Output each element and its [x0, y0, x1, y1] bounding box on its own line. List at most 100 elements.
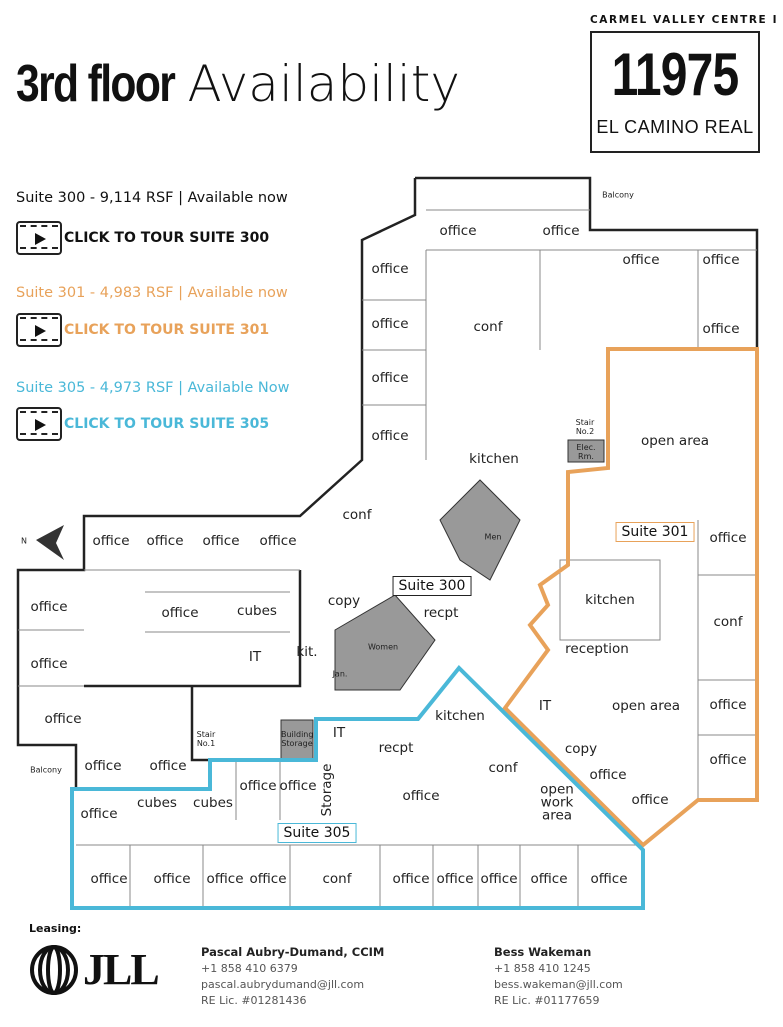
contact-email[interactable]: pascal.aubrydumand@jll.com	[201, 978, 365, 991]
room-label: open work area	[540, 781, 574, 824]
room-label: office	[542, 223, 580, 239]
room-label: office	[392, 871, 430, 887]
leasing-label: Leasing:	[29, 922, 82, 935]
suite-300-label: Suite 300	[392, 576, 472, 596]
tour-label: CLICK TO TOUR SUITE 305	[64, 416, 270, 432]
suite-305-outline	[70, 665, 645, 910]
suite-301-listing: Suite 301 - 4,983 RSF | Available now	[16, 285, 288, 301]
room-label: office	[161, 605, 199, 621]
room-label: office	[702, 252, 740, 268]
video-icon	[16, 221, 62, 255]
building-street: EL CAMINO REAL	[596, 117, 754, 137]
room-label: office	[239, 778, 277, 794]
room-label: copy	[564, 741, 598, 757]
room-label: Balcony	[602, 190, 634, 200]
room-label: office	[249, 871, 287, 887]
north-arrow-icon	[36, 525, 64, 560]
room-label: kitchen	[469, 451, 519, 467]
room-label: Men	[484, 532, 502, 542]
room-label: Balcony	[30, 765, 62, 775]
room-label: office	[259, 533, 297, 549]
contact-name: Pascal Aubry-Dumand, CCIM	[201, 945, 385, 959]
suite-305-listing: Suite 305 - 4,973 RSF | Available Now	[16, 380, 290, 396]
room-label: IT	[248, 649, 262, 665]
room-label: office	[30, 599, 68, 615]
room-label: office	[702, 321, 740, 337]
suite-305-label: Suite 305	[277, 823, 357, 843]
room-label: conf	[473, 319, 503, 335]
tour-suite-300-link[interactable]: CLICK TO TOUR SUITE 300	[16, 221, 269, 255]
room-label: cubes	[137, 795, 177, 811]
room-label: office	[30, 656, 68, 672]
title-light: Availability	[187, 55, 460, 113]
jll-logo-text: JLL	[83, 945, 160, 994]
room-label: recpt	[423, 605, 459, 621]
title-bold: 3rd floor	[16, 55, 176, 113]
suite-301-outline	[502, 347, 759, 848]
room-label: kitchen	[585, 592, 635, 608]
room-label: office	[622, 252, 660, 268]
north-label: N	[21, 536, 27, 546]
brand-box	[590, 31, 760, 153]
room-label: office	[153, 871, 191, 887]
contact-1: Pascal Aubry-Dumand, CCIM +1 858 410 637…	[201, 944, 384, 1009]
room-label: cubes	[193, 795, 233, 811]
room-label: conf	[713, 614, 743, 630]
room-label: office	[589, 767, 627, 783]
contact-phone[interactable]: +1 858 410 1245	[494, 962, 591, 975]
room-label: open area	[640, 433, 710, 449]
room-label: conf	[342, 507, 372, 523]
video-icon	[16, 313, 62, 347]
room-label: office	[371, 261, 409, 277]
room-label: Stair No.2	[575, 418, 595, 436]
room-label: office	[202, 533, 240, 549]
room-label: office	[530, 871, 568, 887]
room-label: Building Storage	[281, 730, 314, 748]
room-label: office	[371, 370, 409, 386]
video-icon	[16, 407, 62, 441]
page-title: 3rd floor Availability	[16, 58, 460, 110]
building-outline	[16, 176, 759, 789]
room-label: office	[436, 871, 474, 887]
room-label: Stair No.1	[196, 730, 216, 748]
contact-phone[interactable]: +1 858 410 6379	[201, 962, 298, 975]
room-label: office	[80, 806, 118, 822]
jll-logo-icon	[30, 944, 78, 995]
room-label: Women	[367, 642, 399, 652]
room-label: recpt	[378, 740, 414, 756]
room-label: office	[590, 871, 628, 887]
room-label: office	[709, 752, 747, 768]
room-label: office	[480, 871, 518, 887]
room-label: office	[279, 778, 317, 794]
building-name: CARMEL VALLEY CENTRE I	[590, 14, 779, 26]
room-label: kit.	[296, 644, 318, 660]
tour-label: CLICK TO TOUR SUITE 301	[64, 322, 270, 338]
room-label: office	[44, 711, 82, 727]
room-label: office	[149, 758, 187, 774]
contact-license: RE Lic. #01281436	[201, 994, 307, 1007]
suite-300-listing: Suite 300 - 9,114 RSF | Available now	[16, 190, 288, 206]
room-label: IT	[538, 698, 552, 714]
jll-logo: JLL	[28, 944, 160, 995]
room-label: open area	[611, 698, 681, 714]
room-label: copy	[327, 593, 361, 609]
room-label: office	[439, 223, 477, 239]
room-label: office	[709, 697, 747, 713]
contact-email[interactable]: bess.wakeman@jll.com	[494, 978, 623, 991]
room-label: conf	[322, 871, 352, 887]
tour-suite-301-link[interactable]: CLICK TO TOUR SUITE 301	[16, 313, 269, 347]
room-label: office	[402, 788, 440, 804]
building-number: 11975	[611, 41, 740, 108]
room-label: kitchen	[435, 708, 485, 724]
tour-suite-305-link[interactable]: CLICK TO TOUR SUITE 305	[16, 407, 269, 441]
contact-name: Bess Wakeman	[494, 945, 592, 959]
room-label: office	[206, 871, 244, 887]
room-label: Elec. Rm.	[576, 443, 596, 461]
room-label: office	[631, 792, 669, 808]
room-label: office	[146, 533, 184, 549]
room-label: office	[371, 316, 409, 332]
contact-2: Bess Wakeman +1 858 410 1245 bess.wakema…	[494, 944, 623, 1009]
room-label: office	[371, 428, 409, 444]
room-label: office	[90, 871, 128, 887]
